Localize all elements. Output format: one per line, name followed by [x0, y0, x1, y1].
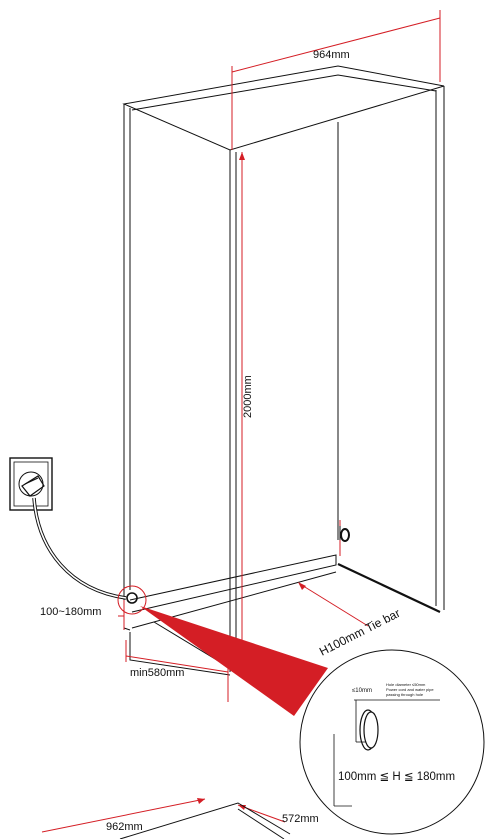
- cable-hole-left: [117, 585, 147, 615]
- hole-size-label: ≤10mm: [352, 688, 372, 694]
- hole-note-1: Hole diameter ≤50mm: [386, 682, 426, 687]
- detail-funnel: [140, 606, 328, 716]
- socket-height-label: 100~180mm: [40, 606, 101, 618]
- base-sketch: [119, 802, 291, 839]
- wall-socket: [9, 457, 53, 511]
- tie-bar-arrowhead: [298, 582, 306, 590]
- min-width-label: min580mm: [130, 667, 184, 679]
- height-range-label: 100mm ≦ H ≦ 180mm: [338, 771, 455, 783]
- cabinet-outline: [122, 65, 445, 676]
- depth-label: 964mm: [313, 49, 350, 61]
- base-width-label: 572mm: [282, 813, 319, 825]
- hole-note-2: Power cord and water pipe: [386, 687, 434, 692]
- base-arrowhead-1: [197, 798, 205, 804]
- height-label: 2000mm: [242, 375, 254, 418]
- power-cord: [32, 497, 127, 600]
- base-depth-label: 962mm: [106, 821, 143, 833]
- plug-icon: [21, 475, 45, 497]
- hole-note-3: passing through hole: [386, 692, 424, 697]
- detail-circle: [299, 649, 485, 835]
- height-arrowhead: [239, 152, 245, 160]
- cable-hole-right: [339, 526, 350, 542]
- right-base-edge: [337, 563, 441, 613]
